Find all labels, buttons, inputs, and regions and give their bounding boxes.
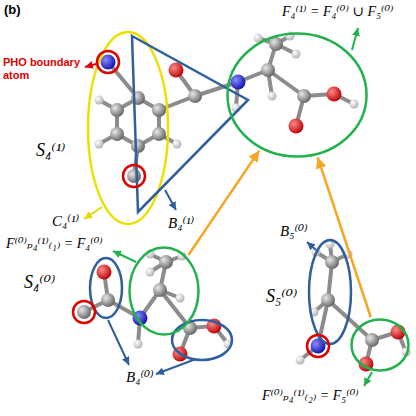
- panel-label: (b): [4, 2, 21, 18]
- carbon-atom: [131, 139, 145, 153]
- fragment-label: F₄⁽¹⁾ = F₄⁽⁰⁾ ∪ F₅⁽⁰⁾: [282, 4, 394, 21]
- bonds: [84, 36, 406, 364]
- hydrogen-atom: [296, 356, 305, 365]
- fragment-label: F⁽⁰⁾ₚ₄⁽¹⁾₍₂₎ = F₅⁽⁰⁾: [262, 388, 359, 405]
- carbon-atom: [159, 255, 173, 269]
- oxygen-atom: [169, 63, 184, 78]
- carbon-atom: [110, 103, 124, 117]
- derivation-arrow: [318, 157, 371, 317]
- hydrogen-atom: [173, 140, 182, 149]
- boundary-atom-circle: [307, 335, 329, 357]
- leader-arrow: [108, 320, 129, 365]
- leader-arrow: [364, 372, 372, 386]
- hydrogen-atom: [95, 140, 104, 149]
- boundary-atom-circle: [73, 301, 95, 323]
- region-label: B₄⁽⁰⁾: [126, 368, 154, 386]
- boundary-atom-circle: [123, 165, 145, 187]
- fragment-region: F⁽⁰⁾ₚ₄⁽¹⁾₍₂₎ = F₅⁽⁰⁾: [350, 318, 410, 372]
- carbon-atom: [101, 293, 115, 307]
- fragment-outline: [350, 318, 410, 372]
- fragment-label: F⁽⁰⁾ₚ₄⁽¹⁾₍₁₎ = F₄⁽⁰⁾: [6, 236, 103, 253]
- carbon-atom: [77, 305, 91, 319]
- fragment-ellipse: [352, 320, 409, 371]
- hydrogen-atom: [350, 100, 359, 109]
- region-label: C₄⁽¹⁾: [52, 212, 79, 230]
- fragment-ellipse: [130, 248, 199, 335]
- leader-arrow: [307, 242, 316, 250]
- hydrogen-atom: [134, 340, 143, 349]
- fragment-outline: [128, 246, 200, 336]
- hydrogen-atom: [292, 50, 301, 59]
- region-outlines: [73, 32, 351, 360]
- boundary-atom-circle: [97, 51, 119, 73]
- leader-arrow: [156, 359, 196, 374]
- carbon-atom: [325, 255, 339, 269]
- leader-arrow: [113, 251, 136, 262]
- region-label: B₄⁽¹⁾: [168, 214, 194, 232]
- carbon-atom: [297, 89, 311, 103]
- carbon-atom: [365, 333, 379, 347]
- carbon-atom: [321, 293, 335, 307]
- leader-arrow: [85, 64, 96, 67]
- oxygen-atom: [289, 119, 304, 134]
- carbon-atom: [153, 283, 167, 297]
- fragment-outline: [226, 32, 368, 158]
- hydrogen-atom: [146, 268, 155, 277]
- leader-arrow: [84, 207, 102, 219]
- oxygen-atom: [97, 265, 112, 280]
- leader-arrow: [352, 28, 358, 50]
- buffer-region-triangle: [132, 36, 248, 212]
- leader-lines: [84, 28, 372, 386]
- hydrogen-atom: [95, 96, 104, 105]
- carbon-atom: [127, 169, 141, 183]
- buffer-region-ellipse: [309, 240, 351, 344]
- derivation-arrow: [188, 151, 259, 255]
- hydrogen-atom: [268, 92, 277, 101]
- carbon-atom: [152, 127, 166, 141]
- carbon-atom: [152, 103, 166, 117]
- buffer-region-ellipse: [172, 320, 232, 360]
- nitrogen-atom: [101, 55, 116, 70]
- carbon-atom: [188, 89, 202, 103]
- region-label: B₅⁽⁰⁾: [280, 222, 308, 240]
- nitrogen-atom: [231, 75, 246, 90]
- fragment-region: F₄⁽¹⁾ = F₄⁽⁰⁾ ∪ F₅⁽⁰⁾: [226, 32, 368, 158]
- oxygen-atom: [327, 87, 342, 102]
- annotation-text: PHO boundary atom: [3, 56, 83, 81]
- fragment-label: S₄⁽¹⁾: [36, 140, 66, 162]
- leader-arrow: [165, 190, 176, 210]
- carbon-atom: [269, 37, 283, 51]
- fragment-ellipse: [228, 34, 367, 157]
- atoms: [77, 32, 411, 372]
- carbon-atom: [261, 63, 275, 77]
- hydrogen-atom: [176, 294, 185, 303]
- fragment-label: S₅⁽⁰⁾: [266, 286, 297, 308]
- fragment-region: F⁽⁰⁾ₚ₄⁽¹⁾₍₁₎ = F₄⁽⁰⁾: [128, 246, 200, 336]
- fragment-label: S₄⁽⁰⁾: [24, 272, 55, 294]
- carbon-atom: [110, 127, 124, 141]
